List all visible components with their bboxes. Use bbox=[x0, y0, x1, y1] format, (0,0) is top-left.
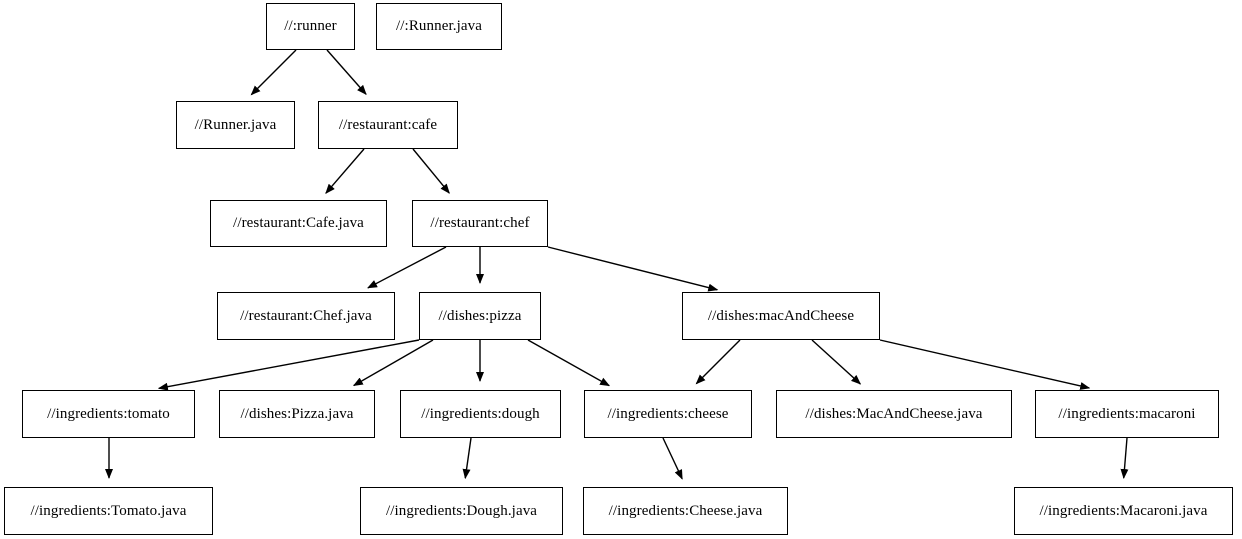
graph-node-runner[interactable]: //:runner bbox=[266, 3, 355, 50]
graph-edge-restaurant_chef-to-chef_java bbox=[367, 246, 447, 289]
graph-node-label: //ingredients:Dough.java bbox=[385, 502, 538, 519]
graph-node-label: //dishes:macAndCheese bbox=[707, 307, 855, 324]
graph-node-label: //ingredients:dough bbox=[421, 405, 540, 422]
graph-edge-restaurant_cafe-to-restaurant_chef bbox=[412, 148, 450, 194]
graph-node-ing_dough[interactable]: //ingredients:dough bbox=[400, 390, 561, 438]
graph-node-label: //ingredients:Macaroni.java bbox=[1039, 502, 1208, 519]
graph-edge-dishes_mac-to-ing_cheese bbox=[695, 339, 741, 385]
graph-edge-dishes_pizza-to-ing_tomato bbox=[157, 339, 420, 391]
graph-node-label: //restaurant:chef bbox=[430, 215, 530, 231]
graph-node-ing_cheese[interactable]: //ingredients:cheese bbox=[584, 390, 752, 438]
graph-node-macaroni_java[interactable]: //ingredients:Macaroni.java bbox=[1014, 487, 1233, 535]
graph-edge-dishes_mac-to-ing_macaroni bbox=[879, 339, 1091, 390]
graph-edge-ing_dough-to-dough_java bbox=[462, 437, 472, 480]
graph-node-label: //restaurant:Chef.java bbox=[240, 307, 372, 324]
graph-node-tomato_java[interactable]: //ingredients:Tomato.java bbox=[4, 487, 213, 535]
graph-edge-ing_cheese-to-cheese_java bbox=[662, 437, 683, 480]
graph-node-cheese_java[interactable]: //ingredients:Cheese.java bbox=[583, 487, 788, 535]
graph-edge-dishes_pizza-to-ing_cheese bbox=[527, 339, 611, 387]
graph-node-restaurant_chef[interactable]: //restaurant:chef bbox=[412, 200, 548, 247]
graph-node-label: //:runner bbox=[284, 18, 337, 34]
graph-node-label: //ingredients:cheese bbox=[607, 405, 729, 422]
graph-node-dishes_mac[interactable]: //dishes:macAndCheese bbox=[682, 292, 880, 340]
graph-node-label: //Runner.java bbox=[194, 116, 277, 133]
graph-node-label: //ingredients:macaroni bbox=[1058, 405, 1196, 422]
graph-node-label: //ingredients:Cheese.java bbox=[608, 502, 763, 519]
graph-node-label: //restaurant:Cafe.java bbox=[233, 215, 364, 231]
graph-edge-dishes_pizza-to-pizza_java bbox=[352, 339, 434, 387]
graph-node-runner_java[interactable]: //Runner.java bbox=[176, 101, 295, 149]
graph-node-dough_java[interactable]: //ingredients:Dough.java bbox=[360, 487, 563, 535]
graph-node-label: //ingredients:Tomato.java bbox=[30, 502, 187, 519]
graph-node-chef_java[interactable]: //restaurant:Chef.java bbox=[217, 292, 395, 340]
graph-node-mac_java[interactable]: //dishes:MacAndCheese.java bbox=[776, 390, 1012, 438]
graph-node-cafe_java[interactable]: //restaurant:Cafe.java bbox=[210, 200, 387, 247]
graph-node-runner_java_root[interactable]: //:Runner.java bbox=[376, 3, 502, 50]
graph-node-label: //dishes:Pizza.java bbox=[240, 405, 354, 422]
graph-edge-ing_macaroni-to-macaroni_java bbox=[1120, 437, 1129, 480]
graph-node-label: //dishes:MacAndCheese.java bbox=[805, 405, 983, 422]
graph-node-ing_tomato[interactable]: //ingredients:tomato bbox=[22, 390, 195, 438]
graph-node-ing_macaroni[interactable]: //ingredients:macaroni bbox=[1035, 390, 1219, 438]
graph-edge-restaurant_chef-to-dishes_mac bbox=[547, 246, 719, 292]
graph-node-label: //restaurant:cafe bbox=[338, 116, 438, 133]
graph-node-label: //dishes:pizza bbox=[438, 307, 522, 324]
graph-edge-dishes_mac-to-mac_java bbox=[811, 339, 862, 385]
graph-node-label: //:Runner.java bbox=[396, 18, 482, 34]
graph-edge-restaurant_cafe-to-cafe_java bbox=[325, 148, 365, 194]
graph-node-label: //ingredients:tomato bbox=[47, 405, 170, 422]
graph-edge-runner-to-restaurant_cafe bbox=[326, 49, 367, 96]
graph-node-restaurant_cafe[interactable]: //restaurant:cafe bbox=[318, 101, 458, 149]
graph-node-pizza_java[interactable]: //dishes:Pizza.java bbox=[219, 390, 375, 438]
graph-edge-runner-to-runner_java bbox=[250, 49, 297, 96]
graph-node-dishes_pizza[interactable]: //dishes:pizza bbox=[419, 292, 541, 340]
